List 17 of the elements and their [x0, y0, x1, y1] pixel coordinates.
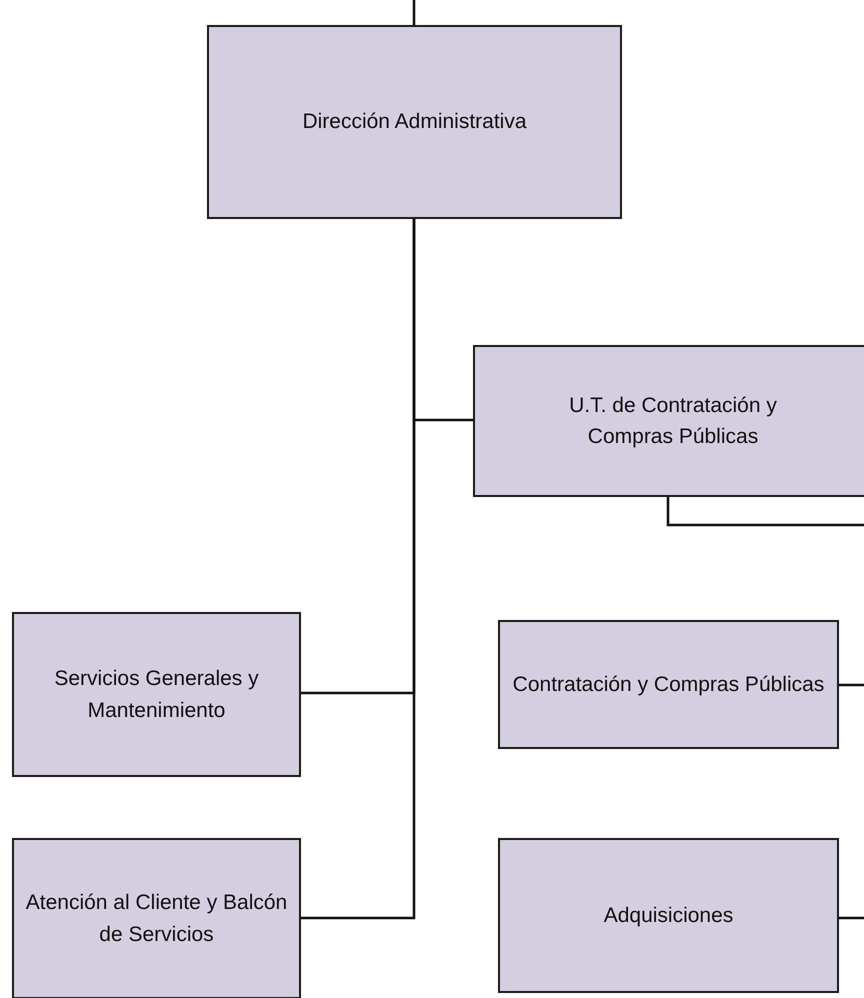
unit-name: U.T. de Contratación y Compras Públicas: [568, 392, 778, 450]
org-unit-box: [207, 25, 622, 219]
unit-name: Atención al Cliente y Balcón de Servicios: [24, 890, 288, 948]
unit-name: Servicios Generales y Mantenimiento: [53, 666, 260, 724]
connector-line: [412, 0, 416, 25]
connector-line: [666, 497, 864, 526]
unit-name: Adquisiciones: [604, 902, 734, 929]
connector-line: [839, 916, 864, 920]
unit-name: Dirección Administrativa: [302, 109, 527, 136]
org-unit-box: [12, 612, 301, 777]
org-unit-box: [12, 838, 301, 998]
org-unit-box: [498, 620, 839, 749]
connector-line: [301, 219, 416, 920]
connector-line: [839, 684, 864, 686]
org-unit-box: [498, 838, 839, 993]
unit-name: Contratación y Compras Públicas: [512, 672, 824, 698]
org-unit-box: [473, 345, 864, 497]
